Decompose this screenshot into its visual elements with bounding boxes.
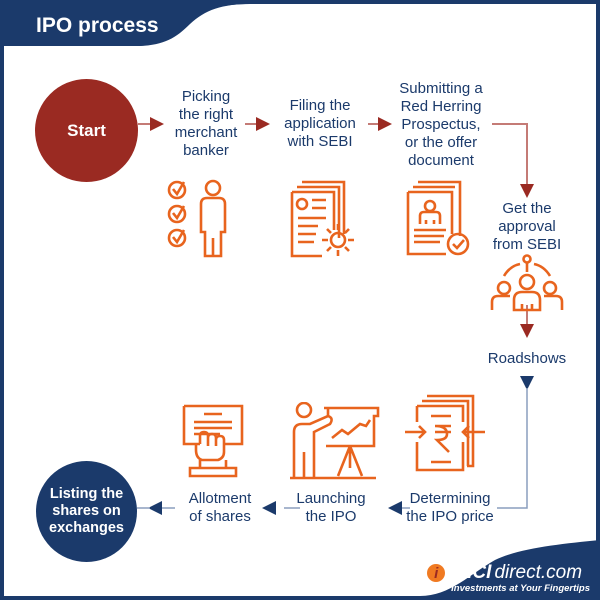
arrow-head: [520, 324, 534, 338]
step-label-launching: Launching the IPO: [296, 490, 366, 525]
end-node-listing: Listing the shares on exchanges: [36, 461, 137, 562]
step-label-filing: Filing the application with SEBI: [284, 97, 356, 150]
rupee-document-icon: [405, 394, 485, 472]
brand-tagline: Investments at Your Fingertips: [451, 583, 590, 594]
arrow-head: [262, 501, 276, 515]
arrow-head: [378, 117, 392, 131]
brand-name-bold: ICICI: [448, 562, 492, 583]
arrow-head: [150, 117, 164, 131]
step-label-merchant-banker: Picking the right merchant banker: [174, 88, 238, 159]
arrow-head: [256, 117, 270, 131]
header-band: [4, 4, 600, 46]
step-label-ipo-price: Determining the IPO price: [406, 490, 494, 525]
step-label-sebi-approval: Get the approval from SEBI: [492, 200, 562, 253]
arrow-head: [388, 501, 402, 515]
arrow-head: [520, 184, 534, 198]
step-label-roadshows: Roadshows: [487, 350, 567, 367]
footer-band: [420, 540, 600, 600]
hand-certificate-icon: [182, 404, 244, 478]
step-label-allotment: Allotment of shares: [188, 490, 252, 525]
arrow-head: [148, 501, 162, 515]
connector-line: [497, 388, 528, 509]
connector-line: [492, 123, 528, 185]
presentation-icon: [290, 402, 380, 480]
brand-name-light: direct.com: [494, 562, 583, 583]
checklist-person-icon: [167, 179, 227, 258]
start-node: Start: [35, 79, 138, 182]
step-label-red-herring: Submitting a Red Herring Prospectus, or …: [399, 80, 483, 169]
documents-gear-icon: [290, 180, 354, 258]
page-title: IPO process: [36, 14, 159, 37]
team-network-icon: [490, 254, 564, 312]
arrow-head: [520, 376, 534, 390]
resume-check-icon: [406, 180, 470, 256]
icici-logo-icon: i: [427, 564, 446, 582]
